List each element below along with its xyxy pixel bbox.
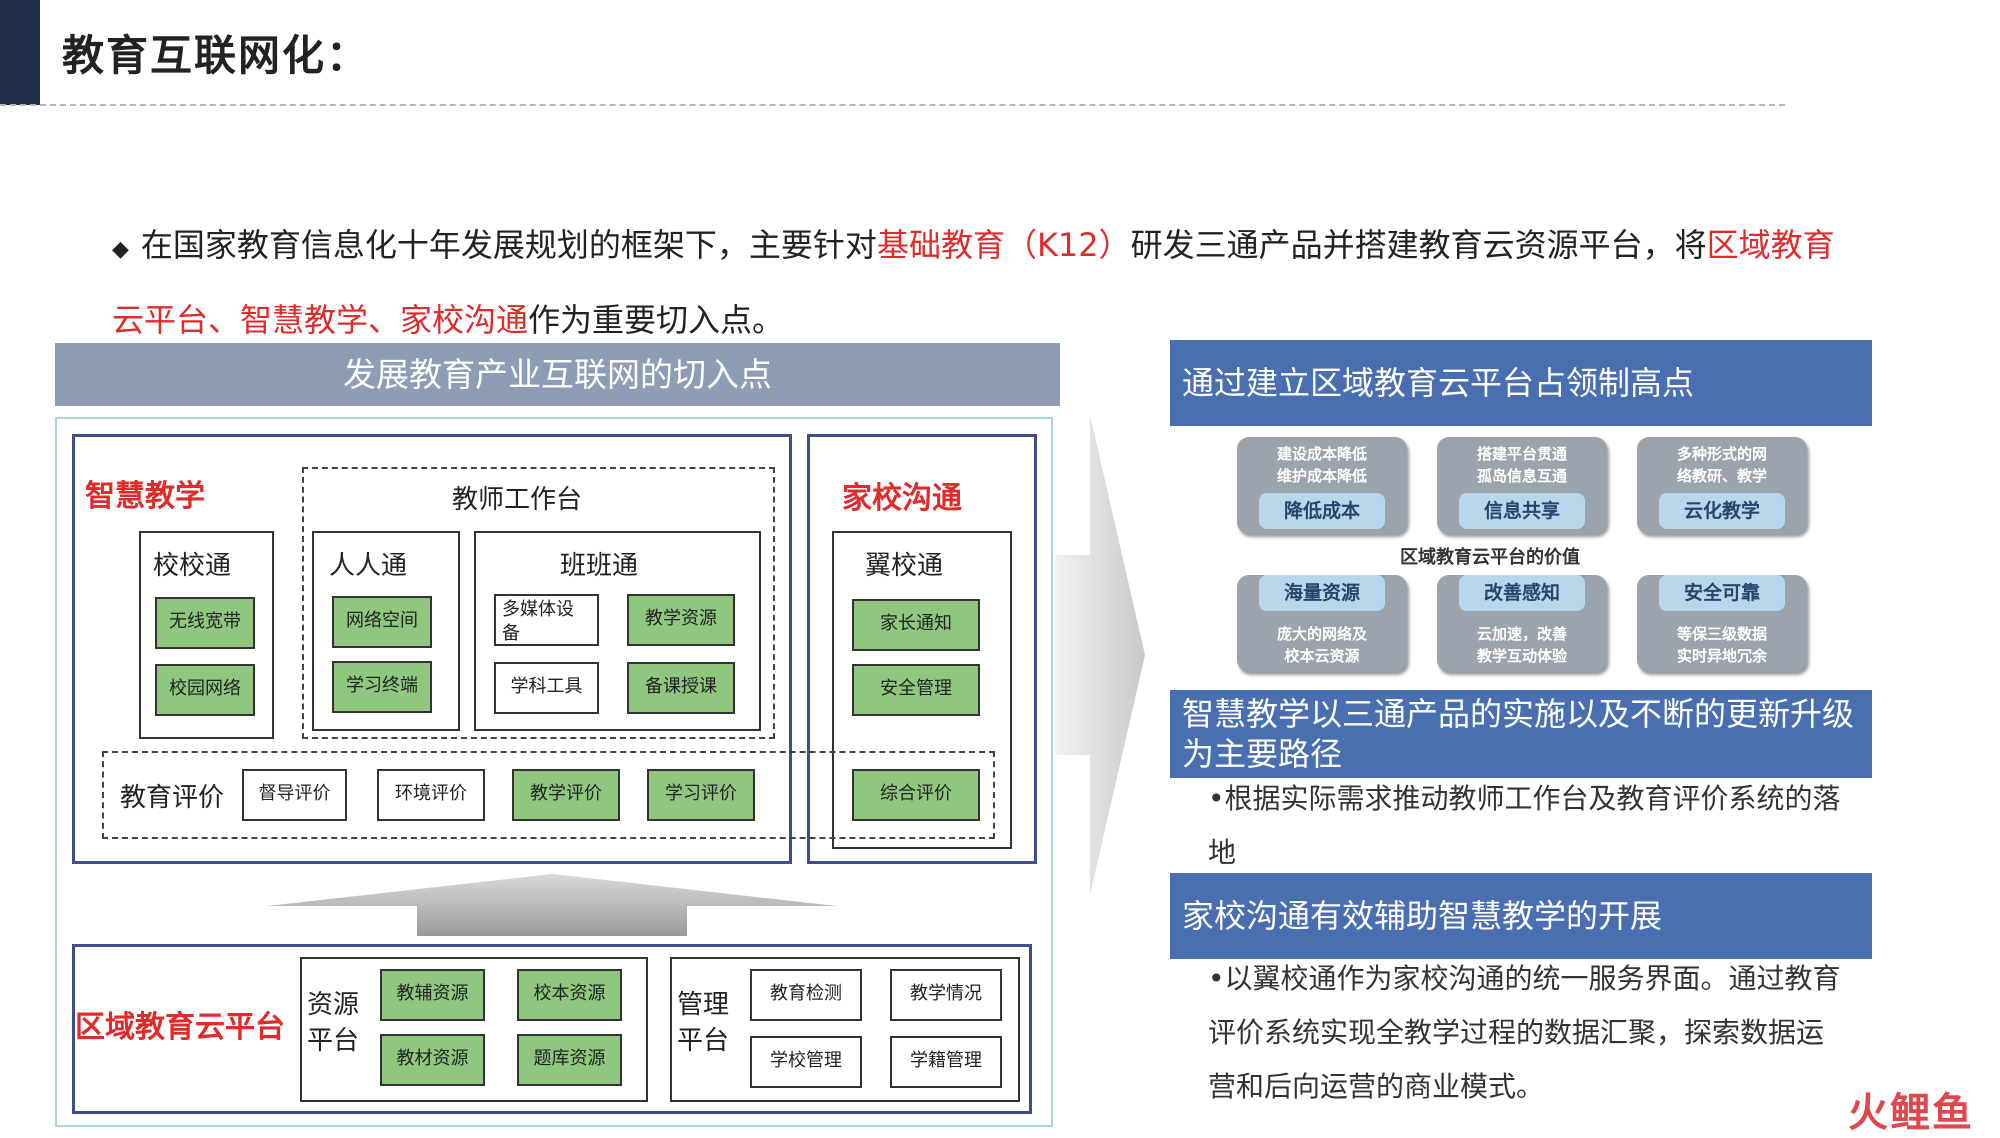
page-title: 教育互联网化： [62,31,371,80]
textbook-resources: 教材资源 [380,1034,485,1086]
value-tile-security-pill: 安全可靠 [1659,575,1785,611]
smart-teaching-box [72,434,792,864]
management-platform-title: 管理平台 [677,990,730,1056]
value-tile-resources-pill: 海量资源 [1259,575,1385,611]
regional-cloud-box [72,944,1032,1114]
left-panel-header: 发展教育产业互联网的切入点 [55,343,1060,406]
watermark-logo: 火鲤鱼 [1848,1090,1974,1136]
intro-text-3: 作为重要切入点。 [528,301,785,339]
teacher-workstation-title: 教师工作台 [452,485,583,515]
supplementary-resources: 教辅资源 [380,969,485,1021]
value-tile-cost-text: 建设成本降低 维护成本降低 [1276,445,1367,485]
title-divider [0,104,1785,106]
value-tile-cloud: 多种形式的网 络教研、教学 云化教学 [1637,437,1807,534]
safety-management: 安全管理 [852,664,980,716]
education-evaluation-box [102,751,995,839]
yixiaotong-title: 翼校通 [865,551,944,581]
intro-text-2: 研发三通产品并搭建教育云资源平台，将 [1130,226,1707,264]
student-records-management: 学籍管理 [890,1036,1002,1088]
value-tile-cost-pill: 降低成本 [1259,493,1385,529]
supervision-evaluation: 督导评价 [242,769,347,821]
school-resources: 校本资源 [517,969,622,1021]
campus-network: 校园网络 [155,664,255,716]
school-management: 学校管理 [750,1036,862,1088]
value-tile-security-text: 等保三级数据 实时异地冗余 [1676,625,1767,665]
intro-highlight-1: 基础教育（K12） [876,226,1131,264]
teacher-workstation-box [302,467,775,739]
lesson-preparation: 备课授课 [627,662,735,714]
value-tile-cloud-pill: 云化教学 [1659,493,1785,529]
home-school-title: 家校沟通 [842,481,962,516]
network-space: 网络空间 [332,596,432,648]
value-tile-cost: 建设成本降低 维护成本降低 降低成本 [1237,437,1407,534]
resource-platform-box [300,957,648,1102]
learning-evaluation: 学习评价 [647,769,755,821]
right-header-3: 家校沟通有效辅助智慧教学的开展 [1170,873,1872,959]
value-tile-cloud-text: 多种形式的网 络教研、教学 [1676,445,1767,485]
value-tile-resources: 海量资源 庞大的网络及 校本云资源 [1237,575,1407,672]
intro-text-1: 在国家教育信息化十年发展规划的框架下，主要针对 [140,226,877,264]
education-evaluation-title: 教育评价 [120,783,225,813]
regional-cloud-title: 区域教育云平台 [75,1010,285,1045]
banbantong-title: 班班通 [560,551,639,581]
value-tile-perception-pill: 改善感知 [1459,575,1585,611]
value-tile-resources-text: 庞大的网络及 校本云资源 [1276,625,1367,665]
value-tile-perception-text: 云加速，改善 教学互动体验 [1476,625,1567,665]
right-text-2: •根据实际需求推动教师工作台及教育评价系统的落地 [1208,782,1841,869]
renrentong-box [312,531,460,731]
value-tile-share: 搭建平台贯通 孤岛信息互通 信息共享 [1437,437,1607,534]
comprehensive-evaluation: 综合评价 [852,769,980,821]
environment-evaluation: 环境评价 [377,769,485,821]
subject-tools: 学科工具 [494,662,599,714]
teaching-evaluation: 教学评价 [512,769,620,821]
value-tile-perception: 改善感知 云加速，改善 教学互动体验 [1437,575,1607,672]
title-accent-bar [0,0,40,105]
learning-terminal: 学习终端 [332,661,432,713]
right-arrow [1055,415,1145,895]
intro-highlight-2: 区域教育云平台、智慧教学、家校沟通 [112,226,1835,339]
teaching-status: 教学情况 [890,969,1002,1021]
renrentong-title: 人人通 [329,551,408,581]
value-label: 区域教育云平台的价值 [1400,547,1580,568]
value-tile-security: 安全可靠 等保三级数据 实时异地冗余 [1637,575,1807,672]
value-tile-share-pill: 信息共享 [1459,493,1585,529]
value-tile-share-text: 搭建平台贯通 孤岛信息互通 [1476,445,1567,485]
xiaoxiaotong-box [139,531,274,739]
right-header-2: 智慧教学以三通产品的实施以及不断的更新升级为主要路径 [1170,690,1872,778]
upward-arrow [267,874,837,936]
home-school-box [807,434,1037,864]
multimedia-equipment: 多媒体设备 [494,594,599,646]
parent-notice: 家长通知 [852,599,980,651]
wireless-broadband: 无线宽带 [155,597,255,649]
yixiaotong-box [832,531,1012,849]
right-header-1: 通过建立区域教育云平台占领制高点 [1170,340,1872,426]
resource-platform-title: 资源平台 [307,990,360,1056]
banbantong-box [474,531,761,731]
intro-paragraph: ◆ 在国家教育信息化十年发展规划的框架下，主要针对基础教育（K12）研发三通产品并… [112,210,1842,355]
smart-teaching-title: 智慧教学 [85,479,205,514]
education-monitoring: 教育检测 [750,969,862,1021]
intro-bullet: ◆ [112,237,129,262]
management-platform-box [670,957,1020,1102]
teaching-resources: 教学资源 [627,594,735,646]
xiaoxiaotong-title: 校校通 [153,551,232,581]
question-bank-resources: 题库资源 [517,1034,622,1086]
right-text-3: •以翼校通作为家校沟通的统一服务界面。通过教育评价系统实现全教学过程的数据汇聚，… [1208,962,1841,1103]
left-panel-frame: 智慧教学 教师工作台 校校通 无线宽带 校园网络 人人通 网络空间 学习终端 班… [55,417,1053,1127]
